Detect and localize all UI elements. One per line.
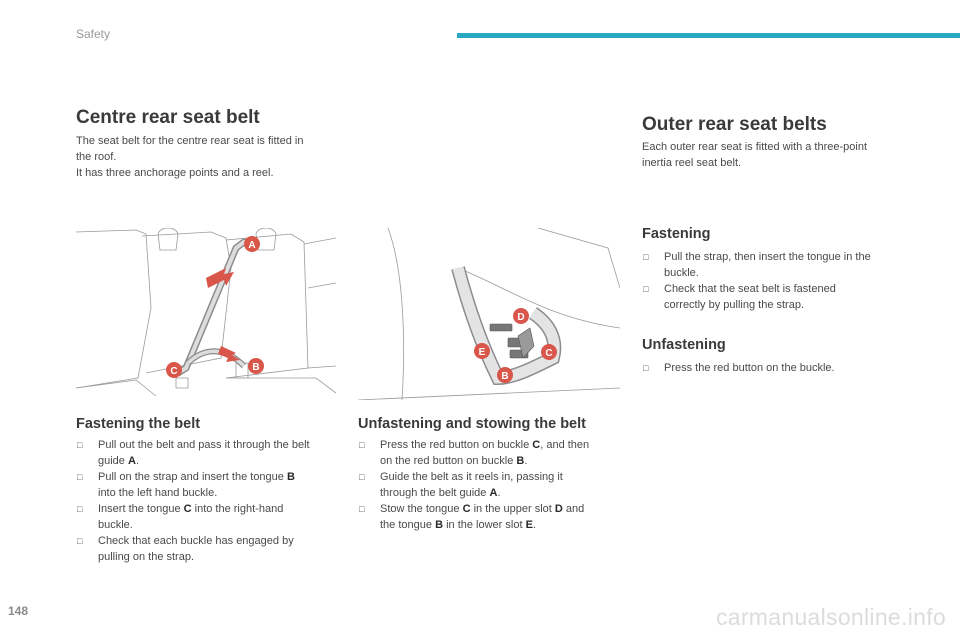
unfastening-title: Unfastening xyxy=(642,337,726,353)
checkbox-bullet-icon: □ xyxy=(359,440,365,450)
centre-intro-line: It has three anchorage points and a reel… xyxy=(76,167,274,179)
figure-label-c: C xyxy=(170,366,177,377)
list-item: □ Guide the belt as it reels in, passing… xyxy=(359,471,563,499)
figure-label-b: B xyxy=(252,362,259,373)
outer-intro: Each outer rear seat is fitted with a th… xyxy=(642,141,868,169)
checkbox-bullet-icon: □ xyxy=(643,252,649,262)
centre-belt-illustration: A B C xyxy=(75,227,337,400)
figure-label-b: B xyxy=(501,371,508,382)
centre-title: Centre rear seat belt xyxy=(76,107,260,128)
unfastening-stowing-steps: □ Press the red button on buckle C, and … xyxy=(358,437,628,533)
watermark-text: carmanualsonline.info xyxy=(715,604,946,630)
checkbox-bullet-icon: □ xyxy=(359,504,365,514)
label-badge-c-icon: C xyxy=(166,362,182,378)
centre-intro-line: The seat belt for the centre rear seat i… xyxy=(76,135,304,147)
checkbox-bullet-icon: □ xyxy=(643,363,649,373)
label-badge-b-icon: B xyxy=(497,367,513,383)
motion-arrow-icon xyxy=(206,268,240,362)
list-item: □ Pull out the belt and pass it through … xyxy=(77,439,310,467)
unfastening-stowing-title: Unfastening and stowing the belt xyxy=(358,416,586,432)
list-item: □ Stow the tongue C in the upper slot D … xyxy=(359,503,585,531)
figure-label-a: A xyxy=(248,240,255,251)
checkbox-bullet-icon: □ xyxy=(77,504,83,514)
list-item: □ Press the red button on buckle C, and … xyxy=(359,439,590,467)
label-badge-c-icon: C xyxy=(541,344,557,360)
stowing-belt-illustration: D E C B xyxy=(357,227,621,401)
list-item: □ Insert the tongue C into the right-han… xyxy=(77,503,284,531)
checkbox-bullet-icon: □ xyxy=(643,284,649,294)
checkbox-bullet-icon: □ xyxy=(77,440,83,450)
figure-label-e: E xyxy=(479,347,486,358)
checkbox-bullet-icon: □ xyxy=(77,472,83,482)
label-badge-b-icon: B xyxy=(248,358,264,374)
centre-intro: The seat belt for the centre rear seat i… xyxy=(76,133,303,181)
label-badge-a-icon: A xyxy=(244,236,260,252)
list-item: □ Pull on the strap and insert the tongu… xyxy=(77,471,295,499)
list-item: □ Check that each buckle has engaged by … xyxy=(77,535,294,563)
list-item: □ Check that the seat belt is fastened c… xyxy=(643,283,836,311)
checkbox-bullet-icon: □ xyxy=(359,472,365,482)
checkbox-bullet-icon: □ xyxy=(77,536,83,546)
outer-title: Outer rear seat belts xyxy=(642,114,827,135)
label-badge-e-icon: E xyxy=(474,343,490,359)
list-item: □ Pull the strap, then insert the tongue… xyxy=(643,251,871,279)
fastening-steps: □ Pull the strap, then insert the tongue… xyxy=(642,249,912,313)
figure-label-d: D xyxy=(517,312,524,323)
fastening-belt-title: Fastening the belt xyxy=(76,416,201,432)
centre-intro-line: the roof. xyxy=(76,151,117,163)
fastening-title: Fastening xyxy=(642,226,711,242)
unfastening-steps: □ Press the red button on the buckle. xyxy=(642,360,912,376)
fastening-belt-steps: □ Pull out the belt and pass it through … xyxy=(76,437,346,565)
section-label: Safety xyxy=(76,27,111,41)
page-number: 148 xyxy=(8,604,29,618)
header-accent-bar xyxy=(457,33,960,38)
list-item: □ Press the red button on the buckle. xyxy=(643,362,835,374)
figure-label-c: C xyxy=(545,348,552,359)
label-badge-d-icon: D xyxy=(513,308,529,324)
